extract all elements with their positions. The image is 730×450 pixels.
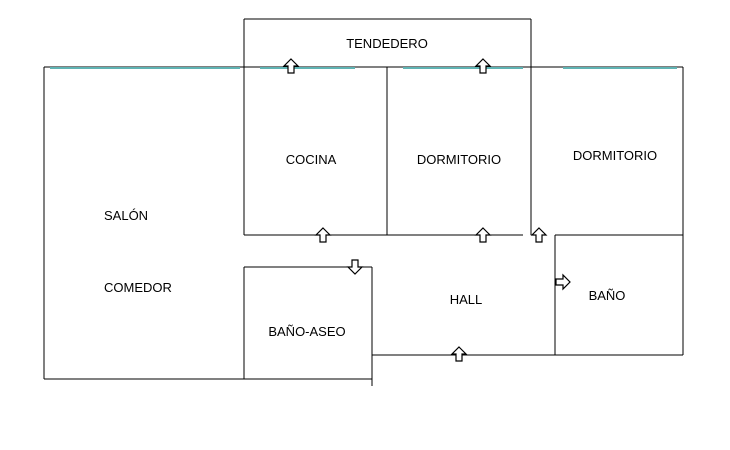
arrow-up-icon (474, 227, 492, 243)
room-label-bano: BAÑO (589, 288, 626, 303)
walls (43, 18, 684, 386)
room-label-dormitorio-1: DORMITORIO (417, 152, 501, 167)
room-label-tendedero: TENDEDERO (346, 36, 428, 51)
room-label-bano-aseo: BAÑO-ASEO (268, 324, 345, 339)
room-label-hall: HALL (450, 292, 483, 307)
arrow-up-icon (474, 58, 492, 74)
arrow-up-icon (530, 227, 548, 243)
room-label-salon: SALÓN (104, 208, 148, 223)
room-label-comedor: COMEDOR (104, 280, 172, 295)
arrow-right-icon (555, 273, 571, 291)
arrow-down-icon (346, 259, 364, 275)
arrow-up-icon (282, 58, 300, 74)
room-label-cocina: COCINA (286, 152, 337, 167)
arrow-up-icon (314, 227, 332, 243)
room-labels: TENDEDERO COCINA DORMITORIO DORMITORIO S… (104, 36, 657, 339)
room-label-dormitorio-2: DORMITORIO (573, 148, 657, 163)
arrow-up-icon (450, 346, 468, 362)
door-arrows (282, 58, 571, 362)
